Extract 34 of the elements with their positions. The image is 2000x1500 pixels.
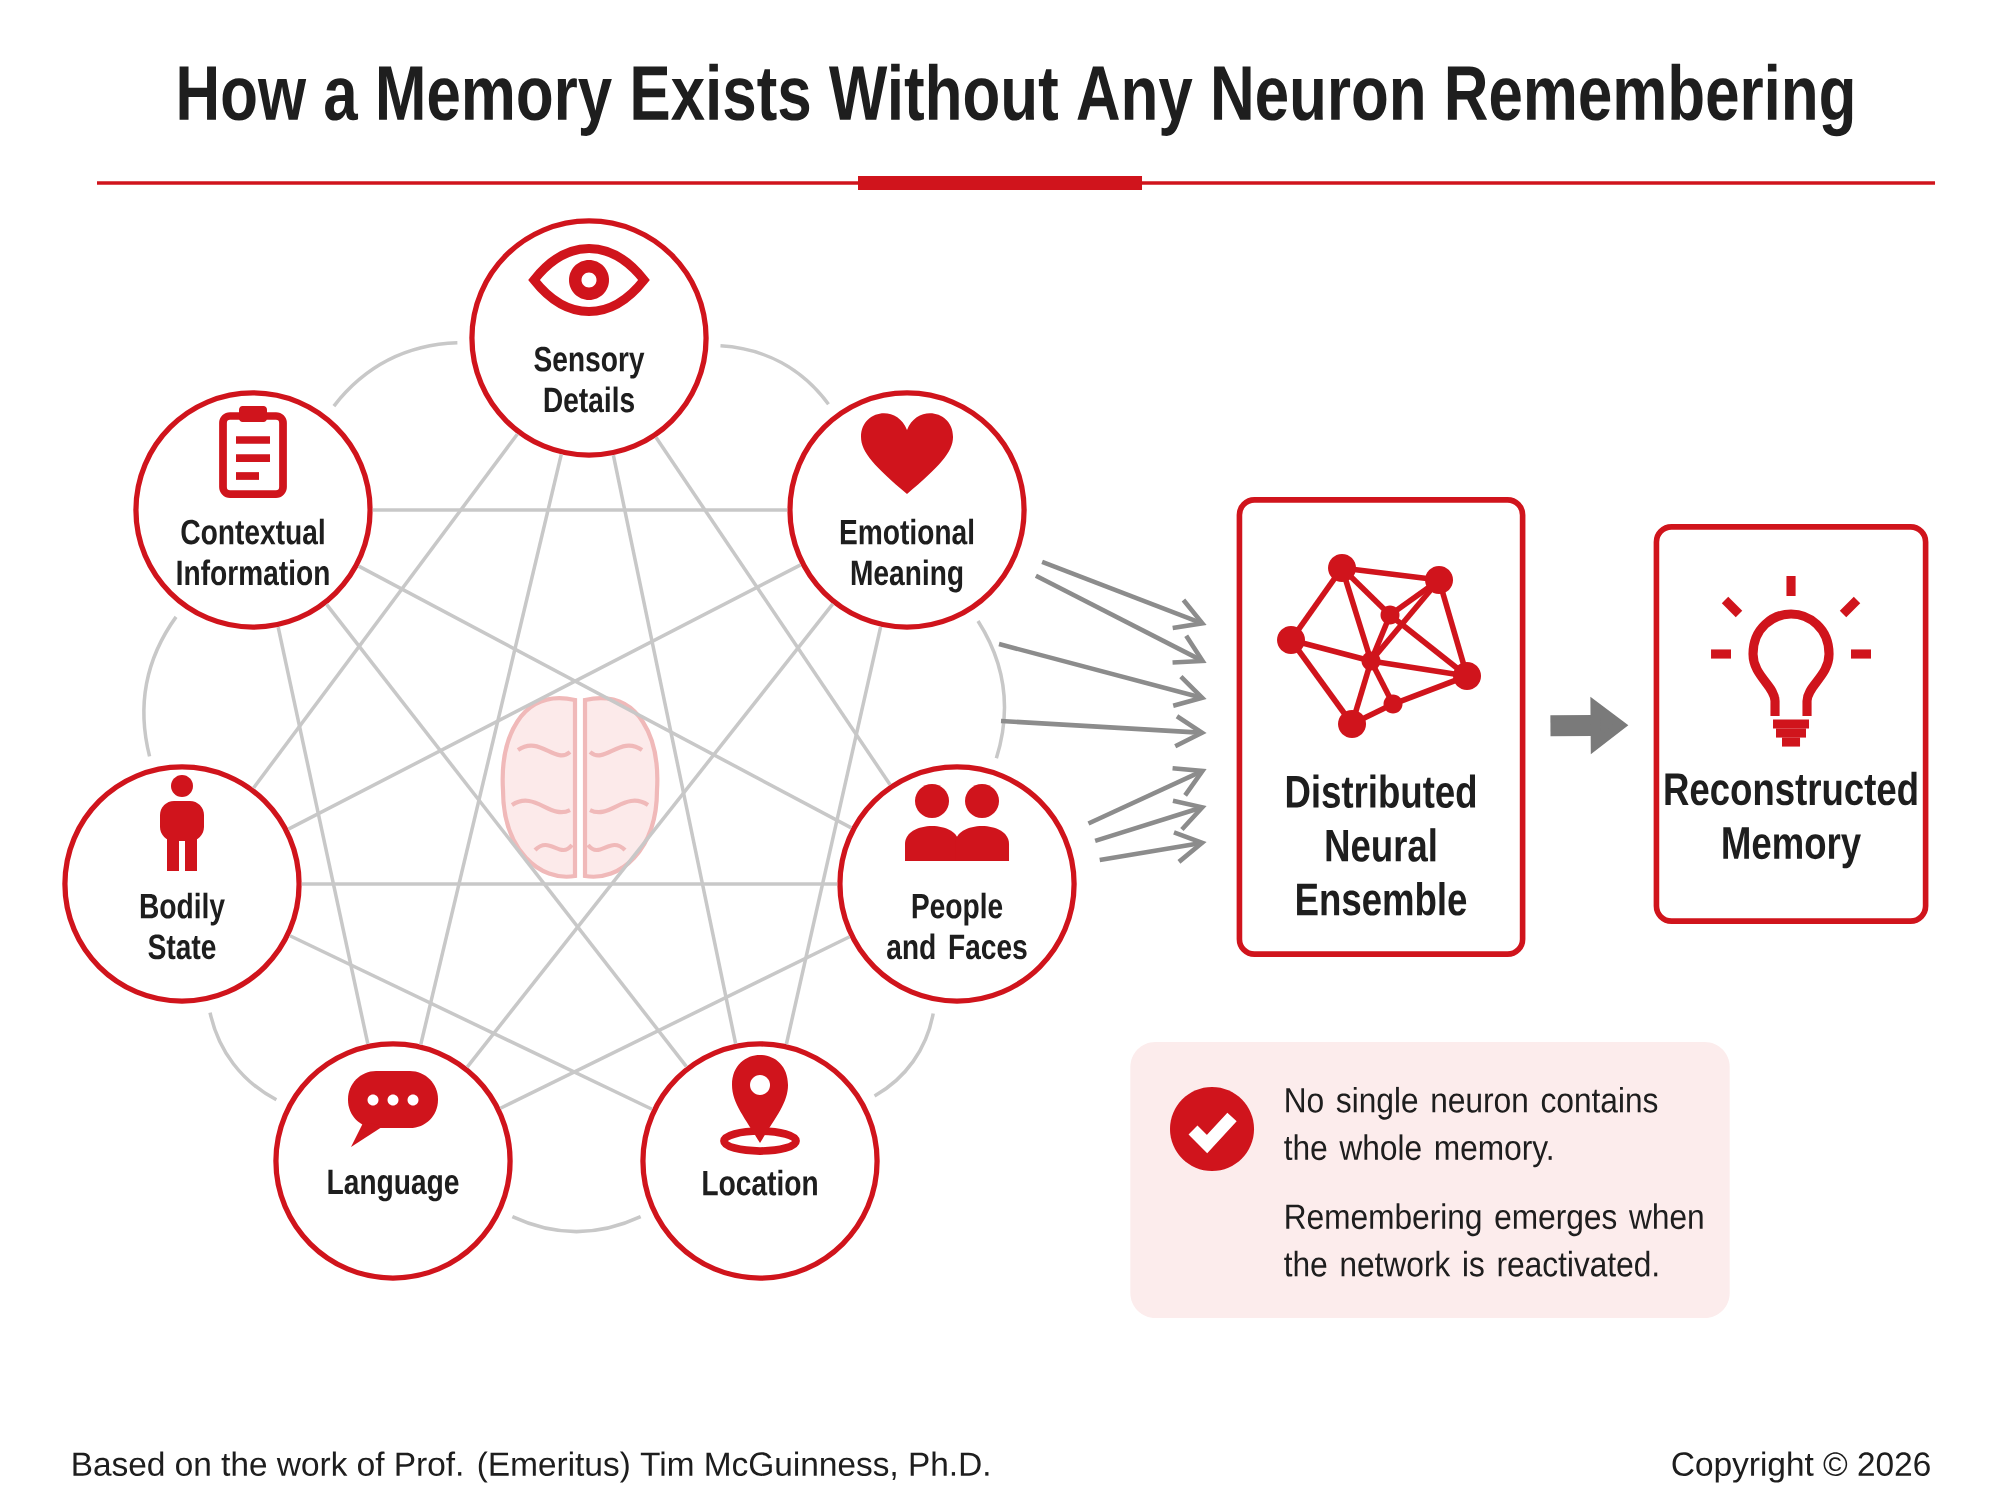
connector-line (252, 432, 519, 790)
connector-line (372, 508, 788, 512)
connector-line (720, 344, 830, 406)
arrow (998, 641, 1207, 708)
connector-line (276, 626, 370, 1045)
connector-line (208, 1012, 278, 1102)
footer-credit: Based on the work of Prof. (Emeritus) Tim McGuinness, Ph.D. (73, 1451, 989, 1483)
connector-line (325, 603, 688, 1068)
connector-line (289, 934, 653, 1111)
connector-line (287, 563, 802, 831)
note-panel: No single neuron contains the whole memory. Remembering emerges when the network is reactivated. (1130, 1041, 1730, 1319)
connector-line (357, 564, 853, 830)
connector-line (301, 882, 838, 886)
connector-line (784, 626, 883, 1045)
connector-line (511, 1215, 642, 1234)
arrow (1000, 714, 1207, 749)
connector-line (332, 341, 458, 408)
connector-line (142, 615, 178, 757)
connector-line (419, 454, 563, 1045)
arrow (1087, 765, 1207, 826)
connector-line (873, 1013, 935, 1098)
connector-line (611, 454, 738, 1045)
arrow (1041, 559, 1207, 631)
connector-line (654, 436, 892, 786)
connector-line (465, 602, 835, 1069)
connector-line (499, 935, 851, 1110)
result-box: Reconstructed Memory (1653, 524, 1929, 924)
connector-line (976, 620, 1007, 759)
copyright-notice: Copyright © 2026 (1672, 1451, 1930, 1483)
result-box: Distributed Neural Ensemble (1236, 497, 1526, 957)
title: How a Memory Exists Without Any Neuron Remembering (179, 63, 1853, 137)
arrow (1099, 830, 1207, 864)
arrow (1034, 573, 1207, 665)
arrow (1094, 798, 1207, 844)
